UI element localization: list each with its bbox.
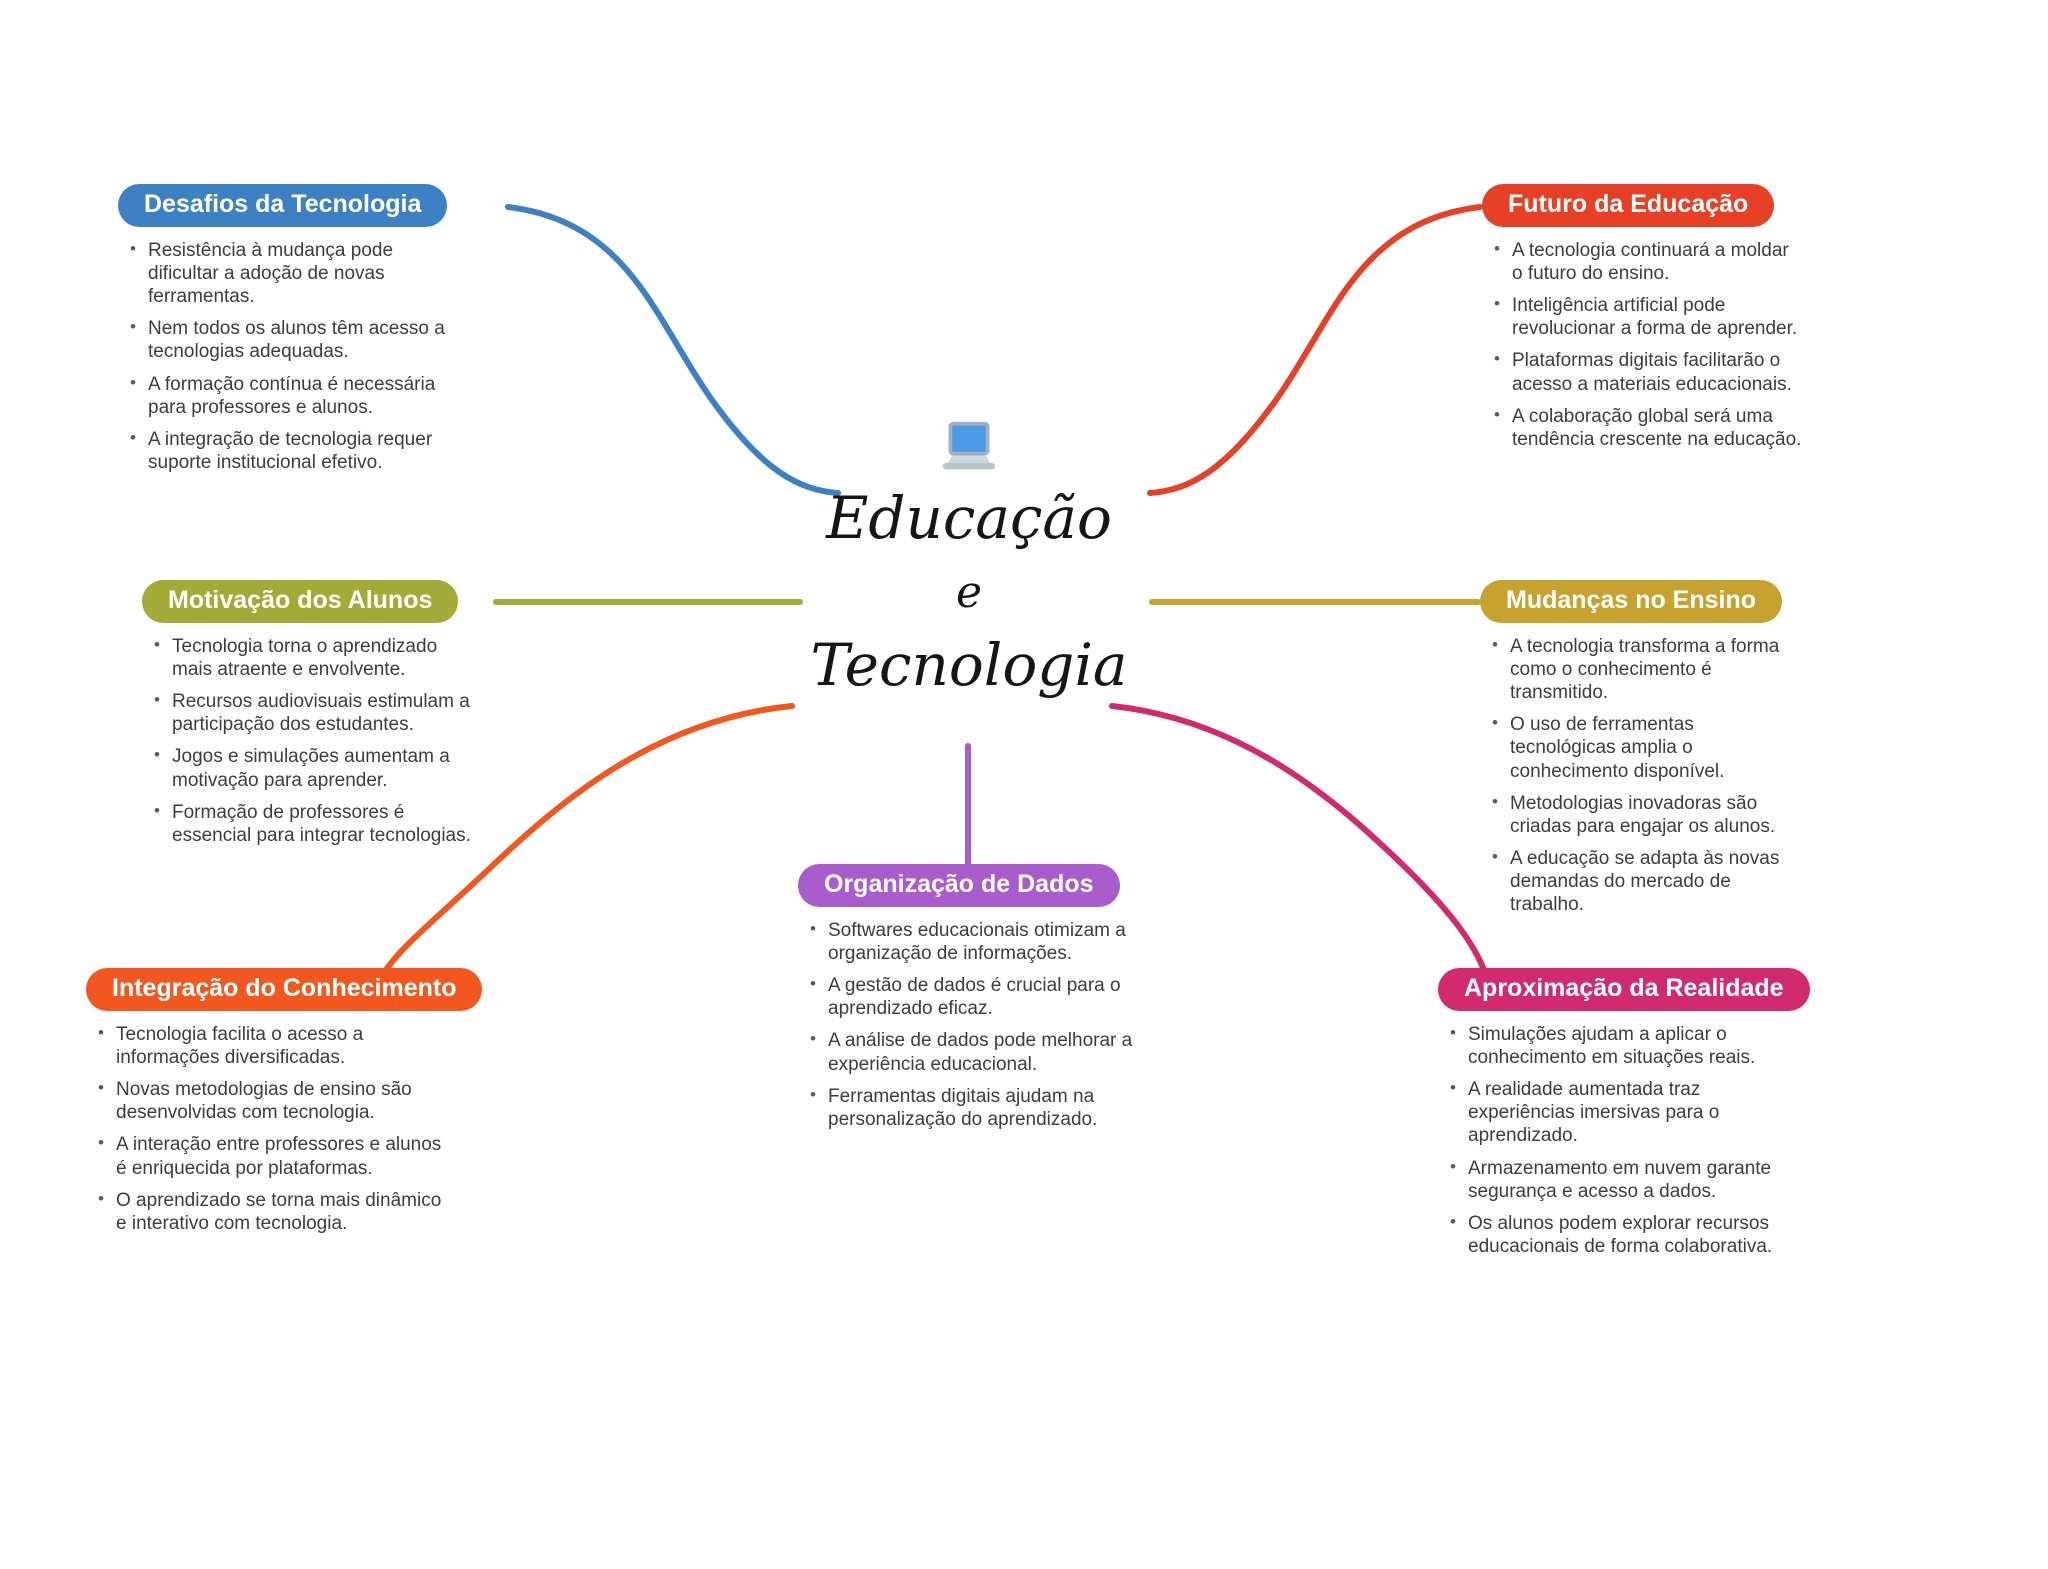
branch-title-desafios: Desafios da Tecnologia bbox=[118, 184, 448, 227]
branch-futuro-da-educacao: Futuro da Educação A tecnologia continua… bbox=[1482, 184, 1802, 460]
bullet: Recursos audiovisuais estimulam a partic… bbox=[152, 690, 472, 736]
bullet: Ferramentas digitais ajudam na personali… bbox=[808, 1085, 1148, 1131]
branch-title-aproximacao: Aproximação da Realidade bbox=[1438, 968, 1810, 1011]
branch-organizacao-de-dados: Organização de Dados Softwares educacion… bbox=[798, 864, 1148, 1140]
branch-bullets-desafios: Resistência à mudança pode dificultar a … bbox=[118, 239, 448, 475]
bullet: Inteligência artificial pode revoluciona… bbox=[1492, 294, 1802, 340]
connector-aproximacao bbox=[1109, 703, 1487, 973]
center-node: Educação e Tecnologia bbox=[744, 420, 1194, 698]
branch-bullets-aproximacao: Simulações ajudam a aplicar o conhecimen… bbox=[1438, 1023, 1808, 1259]
bullet: A colaboração global será uma tendência … bbox=[1492, 405, 1802, 451]
branch-motivacao-dos-alunos: Motivação dos Alunos Tecnologia torna o … bbox=[142, 580, 472, 856]
bullet: Softwares educacionais otimizam a organi… bbox=[808, 919, 1148, 965]
bullet: A formação contínua é necessária para pr… bbox=[128, 373, 448, 419]
bullet: A interação entre professores e alunos é… bbox=[96, 1133, 446, 1179]
bullet: Formação de professores é essencial para… bbox=[152, 801, 472, 847]
bullet: Novas metodologias de ensino são desenvo… bbox=[96, 1078, 446, 1124]
branch-integracao-do-conhecimento: Integração do Conhecimento Tecnologia fa… bbox=[86, 968, 483, 1244]
branch-bullets-organizacao: Softwares educacionais otimizam a organi… bbox=[798, 919, 1148, 1131]
branch-title-integracao: Integração do Conhecimento bbox=[86, 968, 483, 1011]
connector-futuro bbox=[1147, 204, 1483, 496]
bullet: Os alunos podem explorar recursos educac… bbox=[1448, 1212, 1808, 1258]
laptop-icon bbox=[939, 420, 999, 481]
bullet: Nem todos os alunos têm acesso a tecnolo… bbox=[128, 317, 448, 363]
bullet: A gestão de dados é crucial para o apren… bbox=[808, 974, 1148, 1020]
branch-title-mudancas: Mudanças no Ensino bbox=[1480, 580, 1783, 623]
center-title-line-2: e bbox=[955, 566, 983, 618]
bullet: Plataformas digitais facilitarão o acess… bbox=[1492, 349, 1802, 395]
bullet: A realidade aumentada traz experiências … bbox=[1448, 1078, 1808, 1148]
bullet: O aprendizado se torna mais dinâmico e i… bbox=[96, 1189, 446, 1235]
branch-aproximacao-da-realidade: Aproximação da Realidade Simulações ajud… bbox=[1438, 968, 1810, 1267]
branch-mudancas-no-ensino: Mudanças no Ensino A tecnologia transfor… bbox=[1480, 580, 1800, 926]
bullet: Jogos e simulações aumentam a motivação … bbox=[152, 745, 472, 791]
bullet: Metodologias inovadoras são criadas para… bbox=[1490, 792, 1800, 838]
branch-desafios-da-tecnologia: Desafios da Tecnologia Resistência à mud… bbox=[118, 184, 448, 483]
bullet: A tecnologia transforma a forma como o c… bbox=[1490, 635, 1800, 705]
branch-title-motivacao: Motivação dos Alunos bbox=[142, 580, 459, 623]
bullet: A educação se adapta às novas demandas d… bbox=[1490, 847, 1800, 917]
center-title-line-1: Educação bbox=[826, 484, 1112, 552]
branch-bullets-futuro: A tecnologia continuará a moldar o futur… bbox=[1482, 239, 1802, 451]
bullet: Simulações ajudam a aplicar o conhecimen… bbox=[1448, 1023, 1808, 1069]
bullet: Armazenamento em nuvem garante segurança… bbox=[1448, 1157, 1808, 1203]
bullet: A integração de tecnologia requer suport… bbox=[128, 428, 448, 474]
bullet: A tecnologia continuará a moldar o futur… bbox=[1492, 239, 1802, 285]
branch-title-futuro: Futuro da Educação bbox=[1482, 184, 1775, 227]
bullet: A análise de dados pode melhorar a exper… bbox=[808, 1029, 1148, 1075]
center-title-line-3: Tecnologia bbox=[810, 630, 1128, 699]
bullet: O uso de ferramentas tecnológicas amplia… bbox=[1490, 713, 1800, 783]
bullet: Tecnologia torna o aprendizado mais atra… bbox=[152, 635, 472, 681]
branch-title-organizacao: Organização de Dados bbox=[798, 864, 1120, 907]
bullet: Resistência à mudança pode dificultar a … bbox=[128, 239, 448, 309]
branch-bullets-motivacao: Tecnologia torna o aprendizado mais atra… bbox=[142, 635, 472, 847]
bullet: Tecnologia facilita o acesso a informaçõ… bbox=[96, 1023, 446, 1069]
branch-bullets-integracao: Tecnologia facilita o acesso a informaçõ… bbox=[86, 1023, 446, 1235]
branch-bullets-mudancas: A tecnologia transforma a forma como o c… bbox=[1480, 635, 1800, 917]
